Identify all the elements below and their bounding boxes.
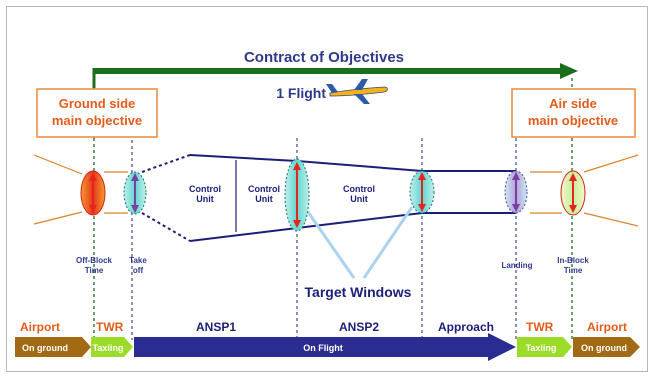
ground-objective-text: Ground side main objective [52, 96, 142, 128]
flight-label: 1 Flight [276, 85, 326, 101]
text-line: Control [189, 184, 221, 194]
taxiing-right-bar [517, 337, 572, 357]
on-ground-left-bar [15, 337, 91, 357]
off-block-window [80, 170, 106, 216]
ansp-boundary-window [284, 158, 310, 232]
contract-arrow [92, 63, 578, 88]
takeoff-dotted-envelope [141, 154, 191, 242]
on-ground-left-label: On ground [22, 343, 68, 353]
text-line: Off-Block [76, 256, 113, 265]
taxiing-left-bar [91, 337, 133, 357]
text-line: main objective [528, 113, 618, 128]
text-line: Take [129, 256, 147, 265]
text-line: Unit [255, 194, 273, 204]
text-line: In-Block [557, 256, 589, 265]
text-line: Time [564, 266, 583, 275]
contract-title: Contract of Objectives [244, 49, 404, 66]
air-objective-text: Air side main objective [528, 96, 618, 128]
ground-flare-lines [33, 154, 128, 225]
text-line: Time [85, 266, 104, 275]
air-flare-lines [530, 154, 639, 227]
taxiing-left-label: Taxiing [93, 343, 124, 353]
taxiing-right-label: Taxiing [526, 343, 557, 353]
diagram-frame [6, 6, 648, 372]
text-line: Air side [549, 96, 597, 111]
phase-airport-left: Airport [20, 320, 60, 334]
in-block-window [560, 170, 586, 216]
take-off-window [123, 171, 147, 215]
on-ground-right-bar [573, 337, 640, 357]
approach-window [409, 170, 435, 214]
text-line: off [133, 266, 144, 275]
on-ground-right-label: On ground [581, 343, 627, 353]
target-window-connectors [306, 206, 414, 279]
text-line: Control [343, 184, 375, 194]
ground-objective-box: Ground side main objective [36, 88, 158, 138]
phase-ansp1: ANSP1 [196, 320, 236, 334]
air-objective-box: Air side main objective [511, 88, 636, 138]
phase-ansp2: ANSP2 [339, 320, 379, 334]
phase-twr-left: TWR [96, 320, 124, 334]
text-line: Unit [196, 194, 214, 204]
airplane-icon [326, 79, 388, 104]
text-line: Unit [350, 194, 368, 204]
milestone-lines [93, 138, 573, 340]
text-line: Control [248, 184, 280, 194]
text-line: Ground side [59, 96, 136, 111]
landing-label: Landing [501, 261, 532, 270]
on-flight-bar [134, 333, 516, 361]
landing-window [504, 170, 528, 214]
target-windows-label: Target Windows [305, 284, 412, 300]
phase-approach: Approach [438, 320, 494, 334]
phase-airport-right: Airport [587, 320, 627, 334]
on-flight-label: On Flight [303, 343, 343, 353]
phase-twr-right: TWR [526, 320, 554, 334]
text-line: main objective [52, 113, 142, 128]
